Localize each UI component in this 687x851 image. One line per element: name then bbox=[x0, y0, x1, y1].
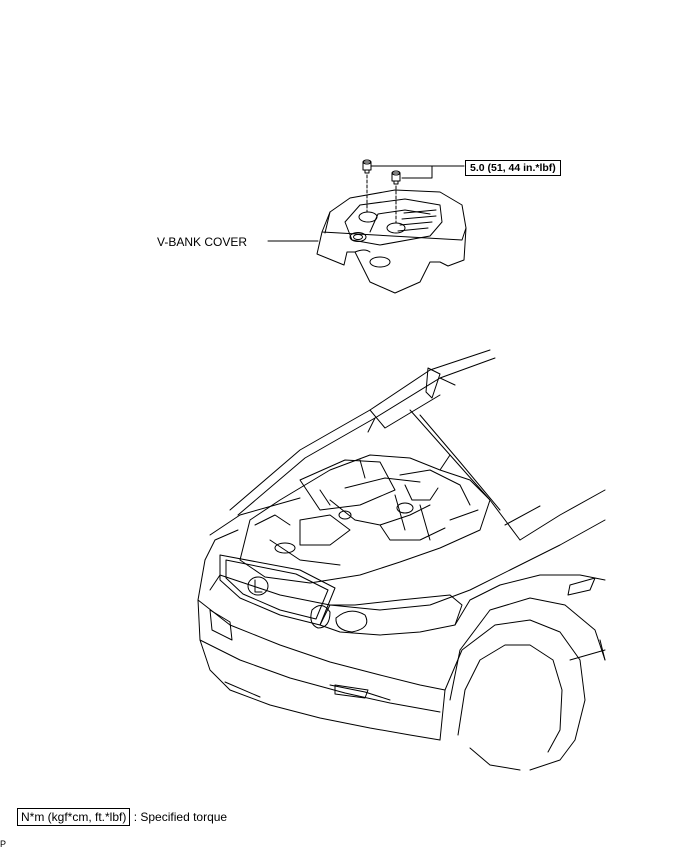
bolt-torque-callout: 5.0 (51, 44 in.*lbf) bbox=[465, 160, 561, 176]
corner-mark: P bbox=[0, 839, 7, 849]
torque-leader-line bbox=[371, 166, 432, 178]
bolt-icon bbox=[363, 160, 371, 173]
torque-legend-description: : Specified torque bbox=[133, 810, 228, 824]
grille bbox=[220, 555, 335, 625]
vehicle-illustration bbox=[198, 350, 605, 770]
torque-legend: N*m (kgf*cm, ft.*lbf) : Specified torque bbox=[17, 808, 227, 826]
headlight bbox=[320, 595, 462, 635]
v-bank-cover-label: V-BANK COVER bbox=[157, 235, 248, 249]
torque-legend-symbol: N*m (kgf*cm, ft.*lbf) bbox=[17, 808, 131, 826]
v-bank-cover-illustration bbox=[317, 190, 466, 293]
bolt-icon bbox=[392, 171, 400, 184]
